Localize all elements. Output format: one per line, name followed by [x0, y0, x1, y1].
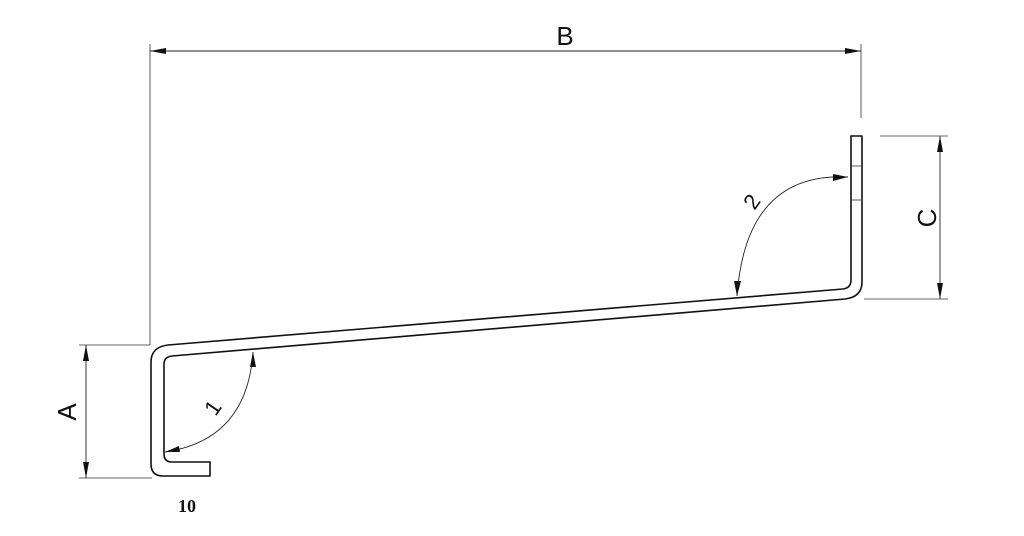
- angle-2-arrow-end: [734, 281, 741, 296]
- dim-a-arrow-top: [83, 345, 89, 361]
- angle-2: 2: [734, 174, 849, 297]
- angle-1: 1: [164, 351, 256, 453]
- dim-a-label: A: [52, 403, 82, 421]
- angle-2-arrow-start: [833, 174, 848, 181]
- dim-b-arrow-left: [150, 48, 166, 54]
- dimension-b: B: [149, 21, 862, 345]
- profile-inner-line: [163, 135, 863, 463]
- angle-2-arc: [736, 176, 849, 297]
- hem-length-label: 10: [178, 496, 196, 516]
- dim-c-arrow-top: [937, 136, 943, 152]
- profile-outer-line: [150, 135, 852, 477]
- angle-1-arrow-start: [165, 446, 180, 452]
- dimension-a: A: [52, 344, 152, 479]
- dim-a-arrow-bottom: [83, 462, 89, 478]
- dimension-c: C: [864, 135, 948, 300]
- angle-2-label: 2: [738, 190, 766, 214]
- dim-c-label: C: [912, 209, 942, 228]
- angle-1-label: 1: [199, 396, 227, 420]
- angle-1-arc: [164, 351, 254, 453]
- dim-c-arrow-bottom: [937, 283, 943, 299]
- angle-1-arrow-end: [250, 352, 256, 367]
- sheet-profile: [150, 135, 863, 477]
- dim-b-arrow-right: [845, 48, 861, 54]
- dim-b-label: B: [556, 21, 573, 51]
